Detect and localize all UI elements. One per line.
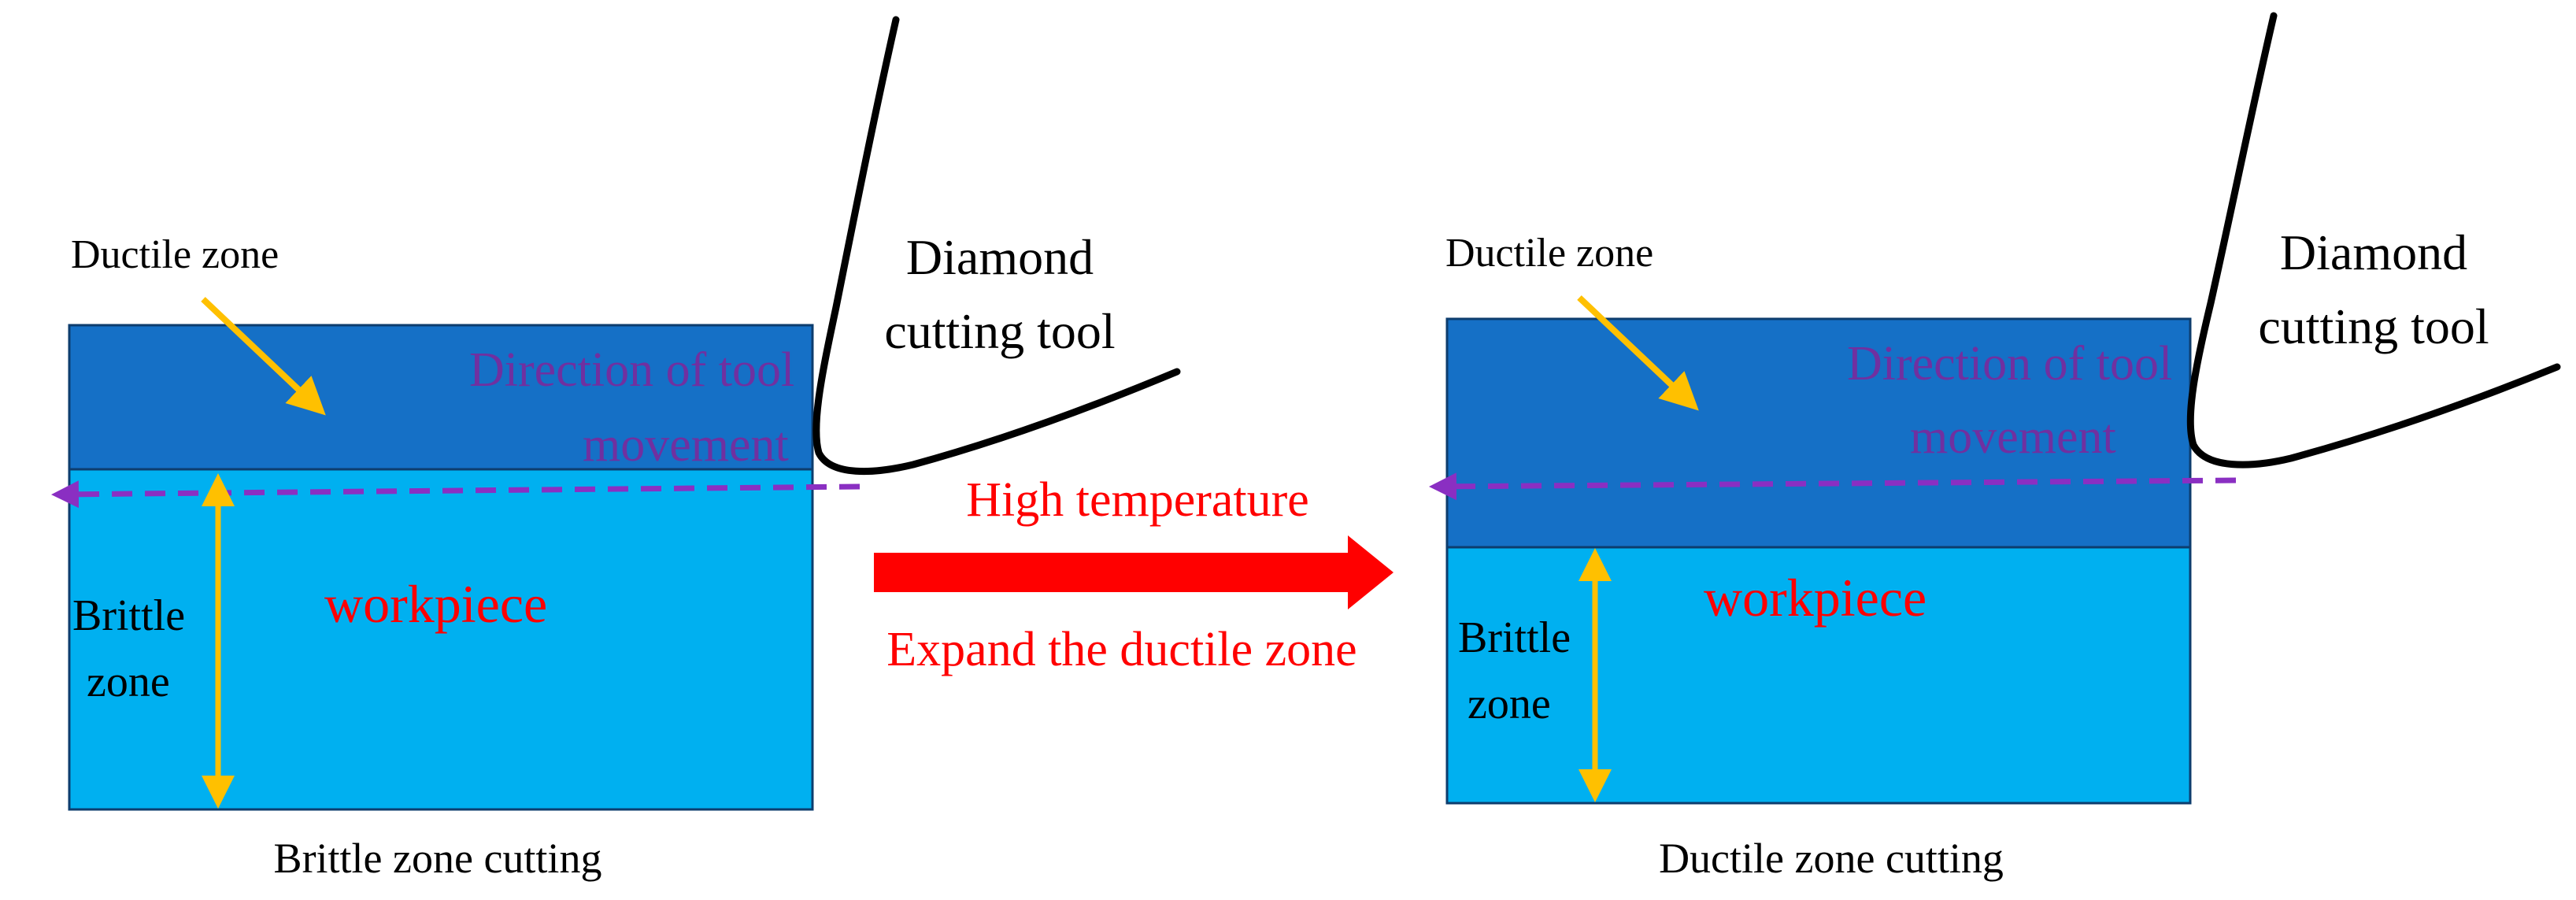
left-tool-label-line1: Diamond — [906, 229, 1094, 285]
right-diamond-tool-icon — [2186, 12, 2561, 469]
right-brittle-zone-label-line1: Brittle — [1458, 613, 1571, 662]
left-direction-label-line2: movement — [583, 418, 789, 472]
right-tool-label-line2: cutting tool — [2258, 298, 2489, 354]
center-text-top: High temperature — [966, 473, 1309, 527]
center-red-arrow — [874, 535, 1393, 609]
left-brittle-zone-label-line1: Brittle — [72, 591, 185, 640]
left-diamond-tool-icon — [812, 16, 1181, 476]
right-direction-label-line2: movement — [1910, 410, 2116, 464]
left-caption: Brittle zone cutting — [274, 835, 602, 882]
left-workpiece-label: workpiece — [324, 574, 547, 634]
left-ductile-pointer-arrow — [201, 297, 326, 416]
left-tool-label-line2: cutting tool — [884, 303, 1115, 359]
right-caption: Ductile zone cutting — [1659, 835, 2004, 882]
right-workpiece-label: workpiece — [1704, 568, 1926, 628]
right-brittle-zone-label-line2: zone — [1468, 680, 1551, 728]
right-ductile-zone-label: Ductile zone — [1445, 231, 1653, 276]
right-ductile-pointer-arrow — [1577, 295, 1699, 411]
left-brittle-zone-label-line2: zone — [87, 657, 170, 706]
left-direction-label-line1: Direction of tool — [469, 343, 794, 397]
center-text-bottom: Expand the ductile zone — [886, 623, 1356, 676]
right-tool-label-line1: Diamond — [2280, 224, 2467, 280]
right-direction-label-line1: Direction of tool — [1847, 337, 2172, 391]
right-ductile-layer — [1445, 317, 2192, 549]
center-transition: High temperature Expand the ductile zone — [874, 473, 1393, 676]
right-panel: Ductile zone Direction of tool movement … — [1429, 12, 2561, 882]
left-direction-arrow — [51, 480, 861, 509]
left-ductile-layer — [68, 324, 814, 471]
left-panel: Ductile zone Direction of tool movement … — [51, 16, 1181, 882]
right-direction-arrow — [1429, 472, 2237, 501]
left-ductile-zone-label: Ductile zone — [71, 232, 279, 277]
